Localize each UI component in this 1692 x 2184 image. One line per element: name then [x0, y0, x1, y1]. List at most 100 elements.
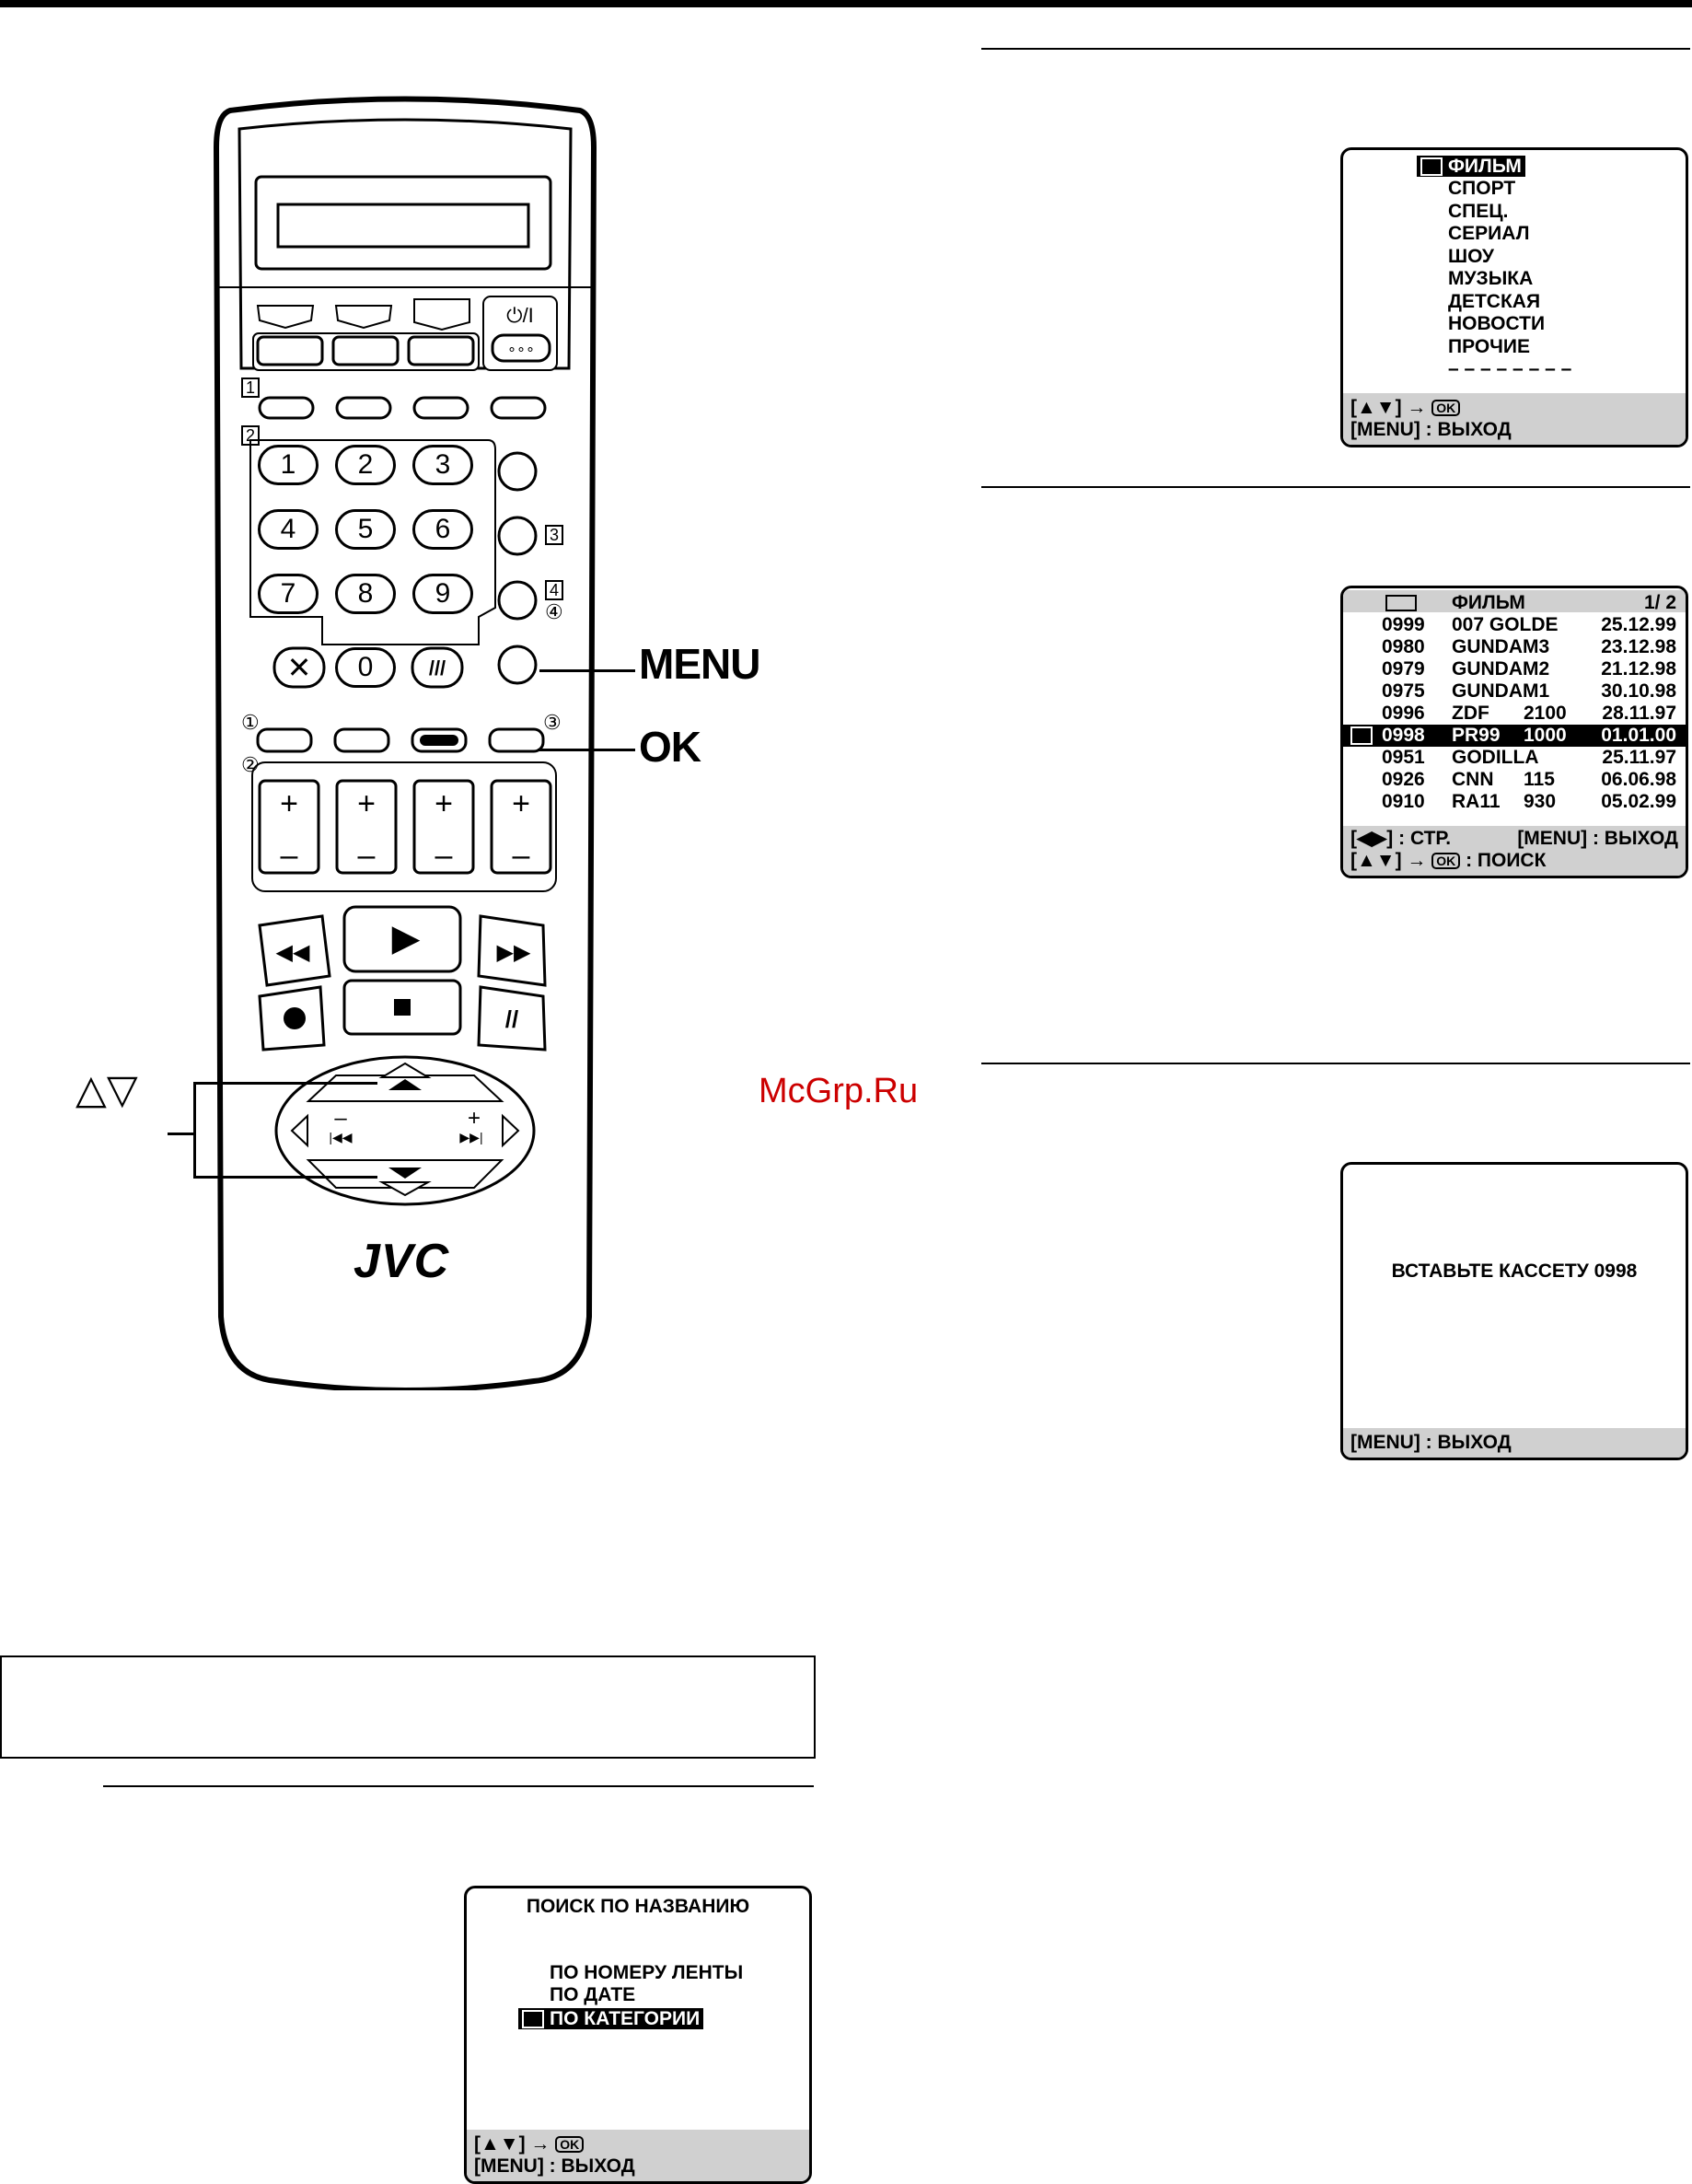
- circled-marker-4: ④: [545, 600, 563, 623]
- list-cell-name: RA11: [1452, 791, 1501, 812]
- list-cell-name: ZDF: [1452, 703, 1489, 724]
- list-cell-date: 06.06.98: [1601, 769, 1676, 790]
- search-title: ПОИСК ПО НАЗВАНИЮ: [526, 1896, 750, 1917]
- cassette-icon: [1385, 595, 1417, 612]
- list-cell-no: 0980: [1382, 636, 1425, 657]
- ok-label: OK: [639, 723, 701, 771]
- category-item[interactable]: СЕРИАЛ: [1448, 223, 1530, 244]
- svg-text:–: –: [334, 1106, 347, 1131]
- list-row[interactable]: 0951 GODILLA 25.11.97: [1343, 747, 1686, 769]
- list-cell-no: 0999: [1382, 614, 1425, 635]
- list-cell-name: GODILLA: [1452, 747, 1539, 768]
- svg-text:⏻/I: ⏻/I: [506, 304, 534, 327]
- list-cell-name: GUNDAM2: [1452, 658, 1550, 680]
- num-button-5[interactable]: 5: [335, 509, 396, 550]
- pointer-icon: [1420, 157, 1443, 177]
- svg-text:+: +: [435, 786, 453, 821]
- num-button-2[interactable]: 2: [335, 445, 396, 485]
- list-cell-no: 0910: [1382, 791, 1425, 812]
- svg-text:+: +: [357, 786, 376, 821]
- note-box: [0, 1655, 816, 1759]
- svg-text:✕: ✕: [287, 651, 312, 684]
- category-divider: – – – – – – – –: [1448, 358, 1572, 379]
- num-button-4[interactable]: 4: [258, 509, 319, 550]
- insert-message: ВСТАВЬТЕ КАССЕТУ 0998: [1391, 1260, 1638, 1282]
- ok-callout-line: [538, 749, 635, 751]
- tab-marker-4: 4: [545, 580, 563, 600]
- num-button-6[interactable]: 6: [412, 509, 473, 550]
- watermark: McGrp.Ru: [759, 1072, 919, 1110]
- num-button-8[interactable]: 8: [335, 574, 396, 614]
- list-cell-name: CNN: [1452, 769, 1494, 790]
- category-item[interactable]: СПОРТ: [1448, 178, 1516, 199]
- svg-text:–: –: [435, 838, 453, 873]
- category-item-selected[interactable]: ФИЛЬМ: [1417, 156, 1525, 177]
- circled-marker-3: ③: [543, 711, 562, 734]
- num-button-9[interactable]: 9: [412, 574, 473, 614]
- list-cell-date: 25.11.97: [1602, 747, 1676, 768]
- pointer-icon: [522, 2010, 544, 2029]
- list-row[interactable]: 0910 RA11 930 05.02.99: [1343, 791, 1686, 813]
- svg-text:∘∘∘: ∘∘∘: [507, 342, 535, 357]
- list-cell-date: 30.10.98: [1601, 680, 1676, 702]
- svg-text:+: +: [280, 786, 298, 821]
- list-cell-date: 28.11.97: [1602, 703, 1676, 724]
- list-cell-date: 21.12.98: [1601, 658, 1676, 680]
- list-row[interactable]: 0980 GUNDAM3 23.12.98: [1343, 636, 1686, 658]
- search-option-selected[interactable]: ПО КАТЕГОРИИ: [518, 2008, 704, 2029]
- ok-icon: OK: [1431, 853, 1461, 870]
- num-button-7[interactable]: 7: [258, 574, 319, 614]
- osd-search-screen: ПОИСК ПО НАЗВАНИЮ ПО НОМЕРУ ЛЕНТЫ ПО ДАТ…: [464, 1886, 812, 2184]
- num-button-1[interactable]: 1: [258, 445, 319, 485]
- category-item[interactable]: МУЗЫКА: [1448, 268, 1534, 289]
- menu-label: MENU: [639, 640, 760, 688]
- svg-text://: //: [505, 1005, 518, 1033]
- section-rule: [981, 486, 1690, 488]
- category-item[interactable]: ПРОЧИЕ: [1448, 336, 1531, 357]
- tab-marker-1: 1: [241, 378, 260, 398]
- list-cell-no: 0951: [1382, 747, 1425, 768]
- brand-logo: JVC: [353, 1235, 450, 1288]
- list-cell-no: 0996: [1382, 703, 1425, 724]
- search-option[interactable]: ПО ДАТЕ: [550, 1984, 636, 2005]
- category-item[interactable]: НОВОСТИ: [1448, 313, 1546, 334]
- num-button-0[interactable]: 0: [335, 647, 396, 688]
- category-item[interactable]: СПЕЦ.: [1448, 201, 1509, 222]
- osd-footer: [◀▶] : СТР.[MENU] : ВЫХОД [▲▼] → OK : ПО…: [1343, 826, 1686, 876]
- list-cell-ch: 930: [1524, 791, 1557, 812]
- tab-marker-2: 2: [241, 425, 260, 446]
- num-button-3[interactable]: 3: [412, 445, 473, 485]
- arrows-bracket-top: [193, 1082, 377, 1085]
- list-cell-name: GUNDAM3: [1452, 636, 1550, 657]
- svg-text:+: +: [468, 1106, 481, 1131]
- ok-icon: OK: [555, 2136, 585, 2154]
- section-rule: [981, 1063, 1690, 1064]
- svg-text:///: ///: [429, 656, 446, 680]
- pointer-icon: [1350, 726, 1373, 745]
- category-item[interactable]: ДЕТСКАЯ: [1448, 291, 1541, 312]
- osd-category-screen: ФИЛЬМ СПОРТ СПЕЦ. СЕРИАЛ ШОУ МУЗЫКА ДЕТС…: [1340, 147, 1688, 447]
- svg-text:+: +: [512, 786, 530, 821]
- arrows-callout-line: [168, 1133, 195, 1135]
- search-option[interactable]: ПО НОМЕРУ ЛЕНТЫ: [550, 1962, 744, 1983]
- svg-text:–: –: [281, 838, 298, 873]
- osd-footer: [▲▼] → OK [MENU] : ВЫХОД: [1343, 393, 1686, 445]
- list-cell-name: GUNDAM1: [1452, 680, 1550, 702]
- list-cell-date: 05.02.99: [1601, 791, 1676, 812]
- section-rule: [981, 48, 1690, 50]
- svg-text:|◀◀: |◀◀: [329, 1130, 352, 1144]
- category-item[interactable]: ШОУ: [1448, 246, 1494, 267]
- arrows-label: △▽: [75, 1067, 138, 1112]
- svg-text:▶▶|: ▶▶|: [459, 1130, 482, 1144]
- list-cell-date: 23.12.98: [1601, 636, 1676, 657]
- section-rule: [103, 1785, 814, 1787]
- list-cell-no: 0926: [1382, 769, 1425, 790]
- list-cell-no: 0998: [1382, 725, 1425, 746]
